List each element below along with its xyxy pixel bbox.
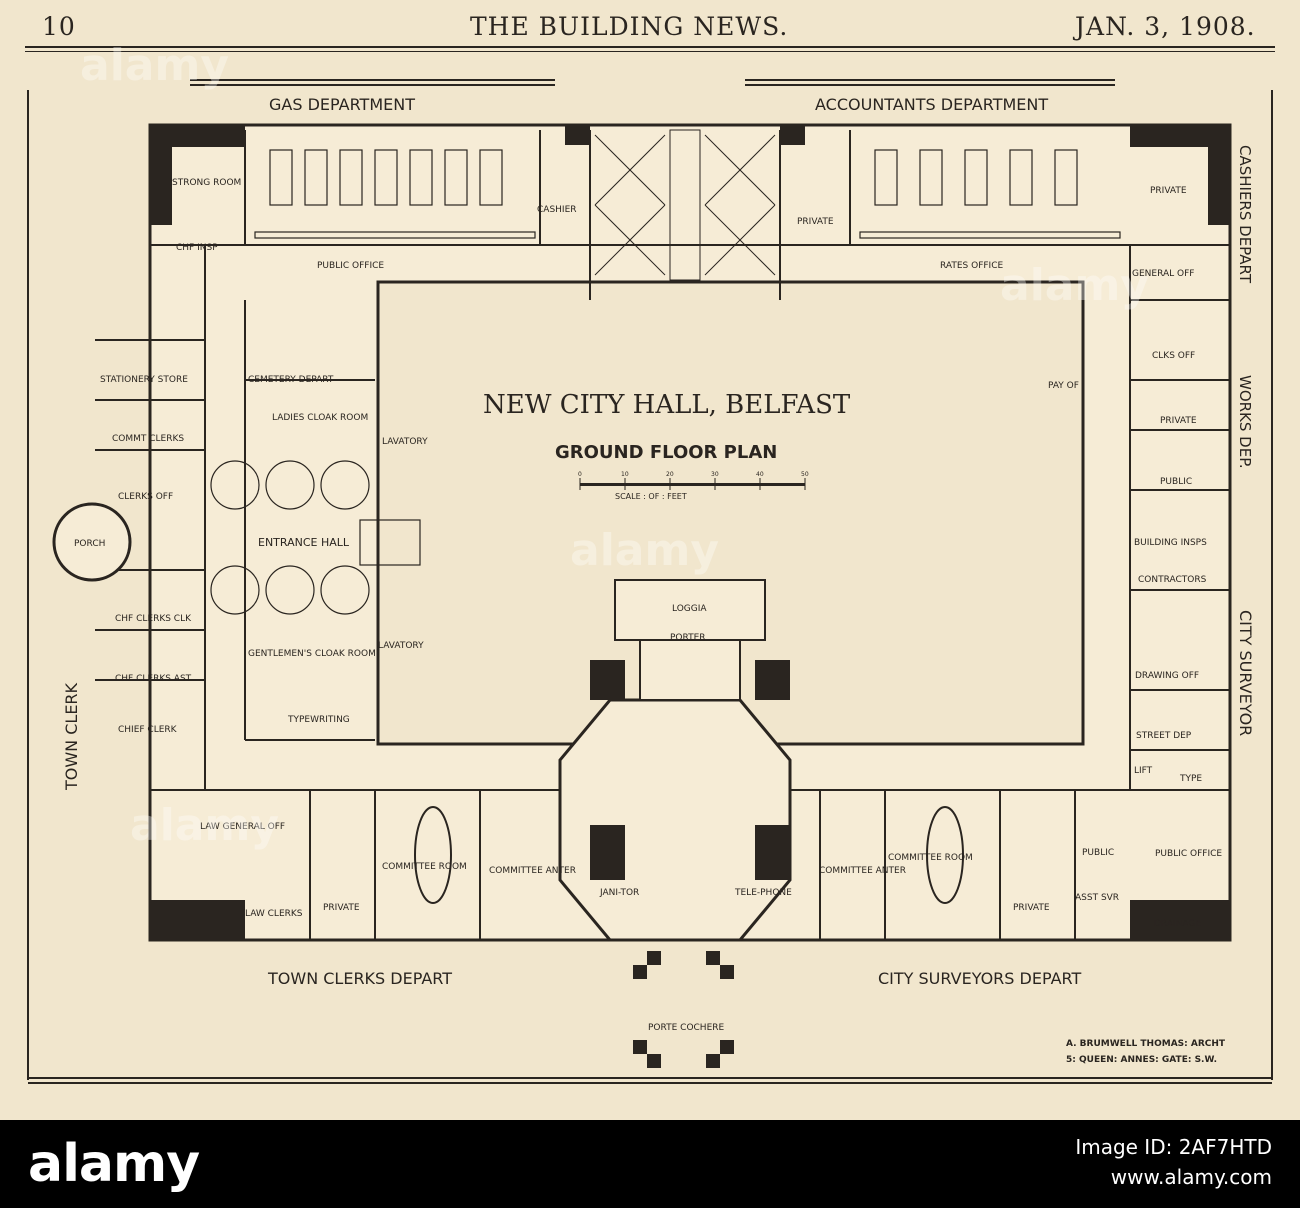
room-private-sw: PRIVATE bbox=[323, 903, 360, 913]
room-lavatory-2: LAVATORY bbox=[378, 641, 424, 651]
room-private-east: PRIVATE bbox=[1160, 416, 1197, 426]
room-loggia: LOGGIA bbox=[672, 604, 707, 614]
scale-tick-50: 50 bbox=[801, 471, 809, 478]
room-contractors: CONTRACTORS bbox=[1138, 575, 1207, 585]
scale-tick-20: 20 bbox=[666, 471, 674, 478]
room-private-top: PRIVATE bbox=[797, 217, 834, 227]
room-committee-anter-e: COMMITTEE ANTER bbox=[819, 866, 906, 876]
watermark-2: alamy bbox=[570, 525, 719, 576]
architect-name: A. BRUMWELL THOMAS: ARCHT bbox=[1066, 1039, 1226, 1049]
label-city-surveyors-depart: CITY SURVEYORS DEPART bbox=[878, 969, 1081, 988]
room-clks-off: CLKS OFF bbox=[1152, 351, 1195, 361]
label-gas-department: GAS DEPARTMENT bbox=[269, 95, 415, 114]
room-clerks-off: CLERKS OFF bbox=[118, 492, 173, 502]
room-general-off: GENERAL OFF bbox=[1132, 269, 1194, 279]
scale-tick-0: 0 bbox=[578, 471, 582, 478]
room-janitor: JANI-TOR bbox=[599, 888, 639, 898]
room-cashier: CASHIER bbox=[537, 205, 577, 215]
room-law-clerks: LAW CLERKS bbox=[245, 909, 303, 919]
room-type: TYPE bbox=[1179, 774, 1202, 784]
partitions bbox=[95, 130, 1230, 940]
issue-date: JAN. 3, 1908. bbox=[1075, 12, 1256, 41]
plan-subtitle: GROUND FLOOR PLAN bbox=[555, 442, 777, 463]
room-asst-svr: ASST SVR bbox=[1075, 893, 1119, 903]
alamy-logo: alamy bbox=[28, 1134, 200, 1194]
room-telephone: TELE-PHONE bbox=[734, 888, 792, 898]
label-works-dep: WORKS DEP. bbox=[1236, 375, 1254, 469]
header-rule-thick bbox=[25, 46, 1275, 48]
room-committee-room-e: COMMITTEE ROOM bbox=[888, 853, 973, 863]
watermark-4: alamy bbox=[130, 800, 279, 851]
room-building-insps: BUILDING INSPS bbox=[1134, 538, 1207, 548]
room-typewriting: TYPEWRITING bbox=[287, 715, 350, 725]
room-drainage: DRAINAGE bbox=[1154, 919, 1201, 929]
room-law-general-off: LAW GENERAL OFF bbox=[200, 822, 285, 832]
room-pay-off: PAY OF bbox=[1048, 381, 1079, 391]
room-porch: PORCH bbox=[74, 539, 105, 549]
room-public-se: PUBLIC bbox=[1082, 848, 1114, 858]
scale-tick-30: 30 bbox=[711, 471, 719, 478]
room-chief-clerk: CHIEF CLERK bbox=[118, 725, 178, 735]
room-public-office-se: PUBLIC OFFICE bbox=[1155, 849, 1222, 859]
site-url: www.alamy.com bbox=[1110, 1165, 1272, 1189]
porter-block bbox=[639, 639, 741, 701]
room-drawing-off: DRAWING OFF bbox=[1135, 671, 1199, 681]
label-city-surveyor: CITY SURVEYOR bbox=[1236, 610, 1255, 736]
room-ladies-cloak: LADIES CLOAK ROOM bbox=[272, 413, 368, 423]
room-public-east: PUBLIC bbox=[1160, 477, 1192, 487]
plan-frame bbox=[27, 79, 1273, 1084]
publication-title: THE BUILDING NEWS. bbox=[470, 12, 789, 41]
committee-table-east bbox=[926, 806, 964, 904]
room-committee-anter-w: COMMITTEE ANTER bbox=[489, 866, 576, 876]
watermark-1: alamy bbox=[80, 40, 229, 91]
room-cemetery-depart: CEMETERY DEPART bbox=[248, 375, 334, 385]
image-id: Image ID: 2AF7HTD bbox=[1075, 1135, 1272, 1159]
room-chf-clerks-ast: CHF CLERKS AST bbox=[115, 674, 192, 684]
room-labels: STRONG ROOM CASHIER PRIVATE PRIVATE CHF … bbox=[74, 178, 1222, 1033]
entrance-hall-vaults bbox=[210, 460, 421, 615]
porch-rotunda bbox=[52, 502, 132, 582]
floor-plan-drawing: GAS DEPARTMENT ACCOUNTANTS DEPARTMENT CA… bbox=[27, 79, 1273, 1084]
scale-tick-10: 10 bbox=[621, 471, 629, 478]
room-chf-clerks-clk: CHF CLERKS CLK bbox=[115, 614, 192, 624]
room-porter: PORTER bbox=[670, 633, 706, 643]
page-number: 10 bbox=[42, 12, 76, 41]
room-committee-room-w: COMMITTEE ROOM bbox=[382, 862, 467, 872]
room-public-office: PUBLIC OFFICE bbox=[317, 261, 384, 271]
page-sheet: 10 THE BUILDING NEWS. JAN. 3, 1908. bbox=[25, 12, 1275, 1084]
room-stationery-store: STATIONERY STORE bbox=[100, 375, 188, 385]
porte-cochere-piers bbox=[633, 951, 734, 1068]
label-town-clerk: TOWN CLERK bbox=[62, 682, 81, 791]
room-street-dep: STREET DEP bbox=[1136, 731, 1192, 741]
room-private-ne: PRIVATE bbox=[1150, 186, 1187, 196]
room-entrance-hall: ENTRANCE HALL bbox=[258, 536, 350, 549]
corner-towers bbox=[150, 125, 1230, 940]
room-strong-room: STRONG ROOM bbox=[172, 178, 241, 188]
room-lavatory-1: LAVATORY bbox=[382, 437, 428, 447]
footer-bar: alamy Image ID: 2AF7HTD www.alamy.com bbox=[0, 1120, 1300, 1208]
loggia-block bbox=[614, 579, 766, 641]
office-desks bbox=[254, 149, 1121, 239]
label-cashiers-depart: CASHIERS DEPART bbox=[1236, 145, 1254, 284]
scale-bar bbox=[579, 478, 806, 490]
room-lift: LIFT bbox=[1134, 766, 1153, 776]
label-town-clerks-depart: TOWN CLERKS DEPART bbox=[267, 969, 452, 988]
label-accountants-department: ACCOUNTANTS DEPARTMENT bbox=[815, 95, 1048, 114]
room-rates-office: RATES OFFICE bbox=[940, 261, 1003, 271]
scale-tick-40: 40 bbox=[756, 471, 764, 478]
room-chf-insp: CHF INSP bbox=[176, 243, 218, 253]
plan-title: NEW CITY HALL, BELFAST bbox=[483, 390, 851, 420]
watermark-3: alamy bbox=[1000, 260, 1149, 311]
scale-label: SCALE : OF : FEET bbox=[615, 492, 687, 501]
architect-address: 5: QUEEN: ANNES: GATE: S.W. bbox=[1066, 1055, 1217, 1065]
room-porte-cochere: PORTE COCHERE bbox=[648, 1023, 725, 1033]
central-hall bbox=[558, 698, 792, 942]
committee-table-west bbox=[414, 806, 452, 904]
corridor-vaults bbox=[594, 129, 776, 281]
image-reference: Image ID: 2AF7HTD www.alamy.com bbox=[1075, 1132, 1272, 1192]
room-gentlemens-cloak: GENTLEMEN'S CLOAK ROOM bbox=[248, 649, 376, 659]
room-commt-clerks: COMMT CLERKS bbox=[112, 434, 184, 444]
header-rule-thin bbox=[25, 51, 1275, 52]
room-private-se: PRIVATE bbox=[1013, 903, 1050, 913]
